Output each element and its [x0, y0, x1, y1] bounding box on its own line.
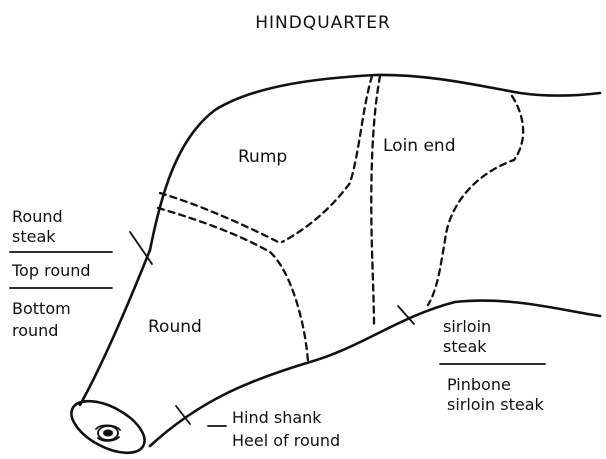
cut-line-loin-round — [371, 76, 380, 325]
cut-line-rump-front-lower — [158, 208, 308, 362]
label-pinbone-line1: Pinbone — [447, 375, 511, 394]
round-steak-tick — [130, 232, 152, 264]
label-bottom-round-line1: Bottom — [12, 299, 71, 318]
shank-bone-marrow — [103, 430, 113, 437]
label-round-steak-line1: Round — [12, 207, 63, 226]
label-hind-shank: Hind shank — [232, 408, 322, 427]
label-sirloin-steak-line1: sirloin — [443, 317, 491, 336]
label-round-steak-line2: steak — [12, 227, 56, 246]
label-top-round: Top round — [11, 261, 91, 280]
label-bottom-round-line2: round — [12, 321, 58, 340]
label-sirloin-steak-line2: steak — [443, 337, 487, 356]
label-round: Round — [148, 317, 202, 337]
label-rump: Rump — [238, 147, 287, 167]
label-loin-end: Loin end — [383, 136, 456, 156]
cut-line-rump-front — [160, 193, 280, 243]
cut-line-rump-loin — [282, 76, 372, 242]
diagram-title: HINDQUARTER — [255, 13, 391, 33]
hindquarter-top-outline — [150, 75, 600, 250]
cut-line-loin-flank — [428, 96, 523, 305]
label-heel-of-round: Heel of round — [232, 431, 340, 450]
label-pinbone-line2: sirloin steak — [447, 395, 545, 414]
